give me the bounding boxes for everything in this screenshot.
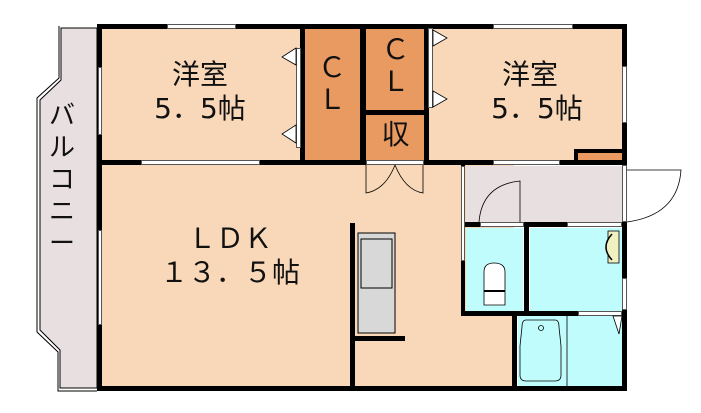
room-size-left: 5．5帖 <box>154 92 246 125</box>
room-size-ldk: １３．５帖 <box>159 256 300 289</box>
wall-bottom <box>97 386 627 391</box>
wall-left <box>97 24 102 391</box>
window-top-right <box>493 24 573 29</box>
wall-shelf-side <box>574 149 578 163</box>
bathroom <box>518 316 624 387</box>
storage-label: 収 <box>381 118 410 151</box>
wall-kitchen <box>350 223 355 387</box>
closet-door-right <box>428 28 433 108</box>
window-wash-right <box>622 278 627 310</box>
closet-door-left <box>296 48 301 148</box>
shelf <box>578 153 624 162</box>
window-top-left <box>167 24 236 29</box>
window-mid-right <box>493 160 560 165</box>
room-size-right: 5．5帖 <box>491 92 583 125</box>
wall-shelf <box>574 149 624 153</box>
window-entrance-door <box>622 165 627 222</box>
wall-bath-left <box>512 311 517 391</box>
wall-wet-top <box>461 222 627 227</box>
window-bath-door <box>578 311 622 316</box>
wall-wet-bottom <box>461 311 627 316</box>
wall-toilet-right <box>524 222 529 315</box>
window-storage-door <box>366 160 424 165</box>
room-name-left: 洋室 <box>171 58 228 91</box>
wall-closet-divider <box>362 110 428 115</box>
entrance-hall <box>466 166 624 223</box>
window-wash-door <box>567 222 622 227</box>
ldk <box>100 165 514 387</box>
room-name-ldk: ＬＤＫ <box>187 222 272 255</box>
window-mid-left <box>141 160 260 165</box>
window-right-room <box>622 66 627 123</box>
window-entrance-left <box>461 166 465 261</box>
closet-small-label: Ｃ Ｌ <box>381 33 410 98</box>
wall-kitchen-stub <box>350 336 405 341</box>
western-room-left <box>100 28 303 162</box>
balcony-label: バ ル コ ニ ー <box>48 101 75 259</box>
closet-small <box>366 28 425 110</box>
wall-closet-left <box>300 24 305 165</box>
closet-tall-label: Ｃ Ｌ <box>317 51 346 116</box>
window-toilet-door <box>480 222 524 227</box>
western-room-right <box>429 28 624 162</box>
window-left-upper <box>98 67 102 135</box>
storage <box>366 115 425 160</box>
wall-closet-right <box>424 24 429 165</box>
window-left-lower <box>98 230 102 325</box>
wall-closet-mid <box>360 24 366 165</box>
room-name-right: 洋室 <box>501 58 558 91</box>
closet-tall <box>304 28 360 162</box>
